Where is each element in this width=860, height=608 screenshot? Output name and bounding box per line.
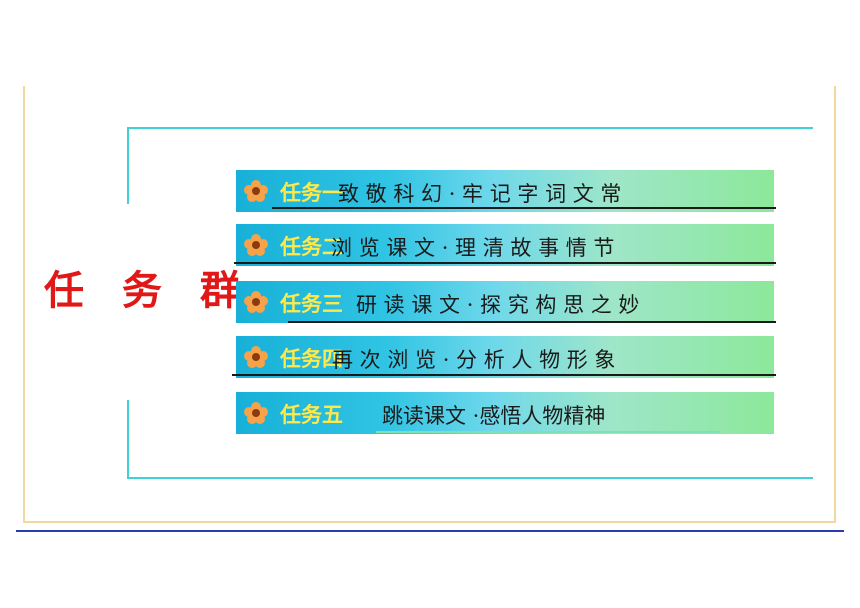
flower-icon xyxy=(244,234,268,256)
bracket-left-upper xyxy=(127,127,129,204)
frame-left-border xyxy=(23,86,25,522)
task-underline-5 xyxy=(376,431,720,433)
task-row-4[interactable]: 任务四 再 次 浏 览 · 分 析 人 物 形 象 xyxy=(232,336,776,378)
task-label-5: 任务五 xyxy=(280,403,343,427)
task-row-5[interactable]: 任务五 跳读课文 ·感悟人物精神 xyxy=(236,392,774,434)
bracket-left-lower xyxy=(127,400,129,479)
task-underline-3 xyxy=(288,321,776,323)
task-row-1[interactable]: 任务一 致 敬 科 幻 · 牢 记 字 词 文 常 xyxy=(236,170,776,212)
task-label-3: 任务三 xyxy=(280,292,343,316)
flower-icon xyxy=(244,180,268,202)
frame-bottom-border xyxy=(23,521,836,523)
task-underline-1 xyxy=(272,207,776,209)
task-text-5: 跳读课文 ·感悟人物精神 xyxy=(382,404,606,428)
flower-icon xyxy=(244,291,268,313)
task-text-3: 研 读 课 文 · 探 究 构 思 之 妙 xyxy=(356,293,640,317)
task-row-2[interactable]: 任务二 浏 览 课 文 · 理 清 故 事 情 节 xyxy=(234,224,776,266)
task-text-2: 浏 览 课 文 · 理 清 故 事 情 节 xyxy=(331,236,615,260)
bracket-bottom-line xyxy=(127,477,813,479)
task-label-4: 任务四 xyxy=(280,347,343,371)
bracket-top-line xyxy=(127,127,813,129)
flower-icon xyxy=(244,346,268,368)
task-text-1: 致 敬 科 幻 · 牢 记 字 词 文 常 xyxy=(338,182,622,206)
task-underline-2 xyxy=(234,262,776,264)
frame-right-border xyxy=(834,86,836,522)
flower-icon xyxy=(244,402,268,424)
task-label-1: 任务一 xyxy=(280,181,343,205)
task-row-3[interactable]: 任务三 研 读 课 文 · 探 究 构 思 之 妙 xyxy=(236,281,776,323)
task-underline-4 xyxy=(232,374,776,376)
task-label-2: 任务二 xyxy=(280,235,343,259)
bottom-blue-rule xyxy=(16,530,844,532)
task-text-4: 再 次 浏 览 · 分 析 人 物 形 象 xyxy=(332,348,616,372)
task-group-title: 任 务 群 xyxy=(44,268,252,314)
